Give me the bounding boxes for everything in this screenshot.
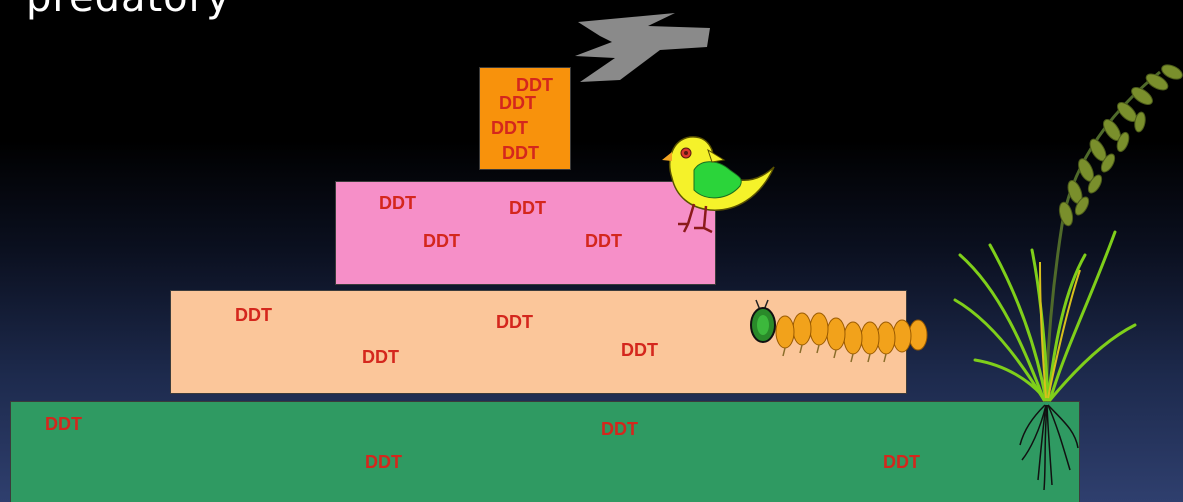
slide-title: predatory xyxy=(26,0,231,18)
ddt-label: DDT xyxy=(491,118,528,138)
ddt-label: DDT xyxy=(601,419,638,439)
ddt-label: DDT xyxy=(621,340,658,360)
small-bird-tier: DDT DDT DDT DDT xyxy=(335,181,716,285)
ddt-label: DDT xyxy=(496,312,533,332)
ddt-label: DDT xyxy=(499,93,536,113)
ddt-label: DDT xyxy=(509,198,546,218)
predator-tier: DDT DDT DDT DDT xyxy=(479,67,571,170)
herbivore-tier: DDT DDT DDT DDT xyxy=(170,290,907,394)
ddt-label: DDT xyxy=(235,305,272,325)
ddt-label: DDT xyxy=(45,414,82,434)
ddt-label: DDT xyxy=(502,143,539,163)
ddt-label: DDT xyxy=(365,452,402,472)
soil-tier: DDT DDT DDT DDT xyxy=(10,401,1080,502)
ddt-label: DDT xyxy=(379,193,416,213)
bird-of-prey-icon xyxy=(575,13,710,82)
ddt-label: DDT xyxy=(883,452,920,472)
ddt-label: DDT xyxy=(362,347,399,367)
ddt-label: DDT xyxy=(585,231,622,251)
ddt-label: DDT xyxy=(423,231,460,251)
ddt-label: DDT xyxy=(516,75,553,95)
